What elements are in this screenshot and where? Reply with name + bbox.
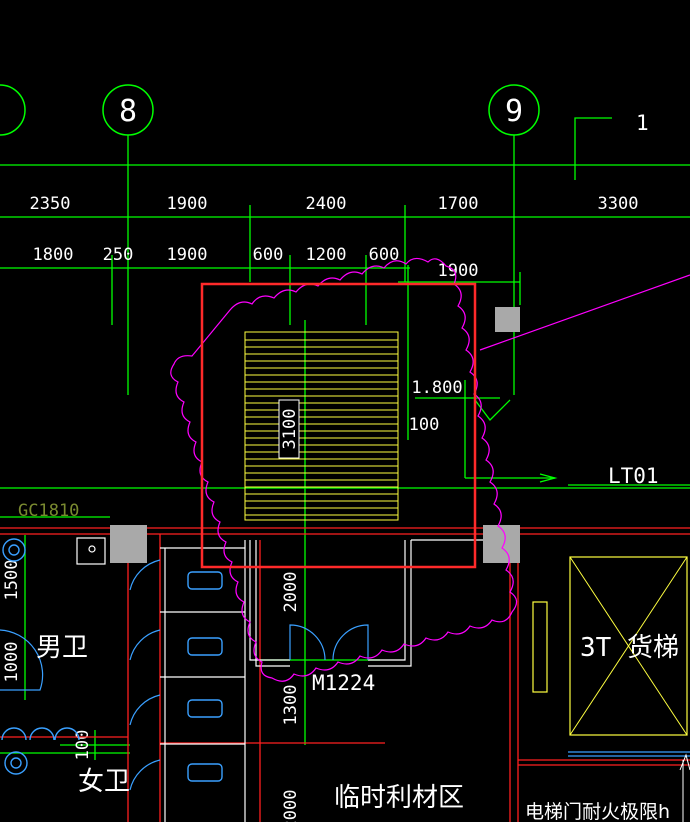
window-label: GC1810	[18, 501, 79, 521]
toilet-icon	[187, 637, 223, 656]
corridor-wall	[368, 540, 412, 667]
toilet-icon	[187, 571, 223, 590]
counterweight	[532, 601, 548, 693]
freight-elevator-label: 3T 货梯	[580, 633, 679, 663]
highlight-box[interactable]	[200, 282, 477, 569]
urinal-icon	[2, 538, 26, 562]
stair-hatch[interactable]	[244, 331, 399, 521]
column	[483, 525, 520, 563]
urinal-icon	[8, 544, 20, 556]
corridor-wall	[249, 540, 290, 661]
labels: GC1810 LT01 M1224 男卫 女卫 3T 货梯 临时利材区 电梯门耐…	[18, 464, 679, 822]
elevation-text: 1.800	[411, 378, 462, 398]
dim-text: 250	[103, 245, 134, 265]
basin-icon	[54, 727, 80, 741]
wc-door	[0, 629, 44, 691]
axis-label-9: 9	[505, 94, 523, 129]
door-leaf-right	[332, 624, 369, 661]
door-leaf-left	[289, 624, 326, 661]
toilet-icon	[187, 763, 223, 782]
dim-text-2000: 2000	[281, 572, 301, 613]
dim-text-3100: 3100	[280, 409, 300, 450]
elevator-note-label: 电梯门耐火极限h	[525, 801, 670, 822]
corridor-wall	[255, 540, 290, 667]
stall-door	[129, 629, 161, 661]
column-small	[495, 307, 520, 332]
dim-text: 1700	[438, 194, 479, 214]
door-label: M1224	[312, 671, 375, 695]
dim-3100-box: 3100	[278, 399, 300, 459]
leader-arrow	[539, 473, 558, 483]
dim-text: 2400	[306, 194, 347, 214]
fixtures	[1, 538, 223, 782]
inner-walls	[76, 537, 490, 822]
freight-elevator	[532, 556, 690, 822]
revision-cloud	[170, 257, 518, 682]
dim-text-1300: 1300	[281, 685, 301, 726]
columns	[110, 307, 520, 563]
reference-mark	[574, 117, 612, 180]
axis-grid	[0, 117, 690, 760]
axis-bubbles: 8 9 1	[0, 84, 649, 136]
dim-text: 600	[369, 245, 400, 265]
sink-box	[76, 537, 106, 565]
dim-text: 2350	[30, 194, 71, 214]
dim-text: 1900	[167, 194, 208, 214]
elevator-note-arrow	[679, 753, 690, 771]
basin-icon	[29, 727, 55, 741]
dim-text-100: 100	[409, 415, 440, 435]
dim-text-2000-lower: 2000	[281, 790, 301, 822]
dim-text: 1200	[306, 245, 347, 265]
axis-bubble-9	[488, 84, 540, 136]
elevator-car	[569, 556, 688, 736]
dim-text-1000: 1000	[2, 642, 22, 683]
elev-marker	[474, 399, 511, 421]
stall-door	[129, 759, 161, 791]
elevator-tag: LT01	[608, 464, 659, 488]
axis-bubble-8	[102, 84, 154, 136]
axis-bubble-partial	[0, 84, 26, 136]
column	[110, 525, 147, 563]
dim-text: 600	[253, 245, 284, 265]
sink-drain	[88, 545, 96, 553]
stall-door	[129, 559, 161, 591]
stall-door	[129, 694, 161, 726]
dim-box	[278, 399, 300, 459]
basin-icon	[10, 757, 22, 769]
reference-label-1: 1	[636, 111, 649, 135]
womens-wc-label: 女卫	[78, 767, 130, 797]
basin-icon	[1, 727, 27, 741]
dim-text: 3300	[598, 194, 639, 214]
storage-area-label: 临时利材区	[334, 783, 464, 813]
dim-text: 1800	[33, 245, 74, 265]
toilet-icon	[187, 699, 223, 718]
dim-text: 1900	[167, 245, 208, 265]
elevator-cross	[569, 556, 688, 736]
basin-icon	[4, 751, 28, 775]
stair-outline	[244, 331, 399, 521]
cloud-leader	[479, 274, 690, 351]
corridor-wall	[368, 540, 406, 661]
doors	[0, 559, 369, 791]
mens-wc-label: 男卫	[36, 633, 88, 663]
dim-text-100-left: 100	[73, 730, 93, 761]
dim-text-1500: 1500	[2, 560, 22, 601]
axis-label-8: 8	[119, 94, 137, 129]
